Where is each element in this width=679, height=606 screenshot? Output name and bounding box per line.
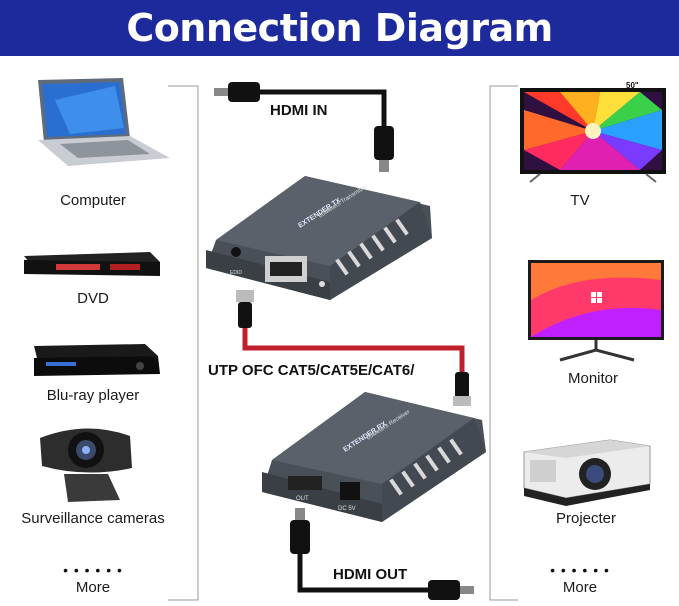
device-label-computer: Computer [60,192,126,209]
device-label-more-right: More [562,579,598,596]
device-label-dvd: DVD [77,290,109,307]
more-dots-icon: • • • • • • [550,562,610,578]
device-label-more-left: More [75,579,111,596]
rx-dc-label: DC 5V [338,506,356,512]
bluray-player-icon [34,344,160,376]
webcam-icon [40,428,132,502]
device-label-projecter: Projecter [555,510,617,527]
title-banner: Connection Diagram [0,0,679,56]
tx-edid-label: EDID [230,270,242,276]
hdmi-out-cable [290,508,474,600]
monitor-icon [528,260,664,362]
more-dots-icon: • • • • • • [63,562,123,578]
rx-out-label: OUT [296,496,309,502]
device-label-cameras: Surveillance cameras [21,510,165,527]
dvd-player-icon [24,252,160,276]
projector-icon [523,439,651,506]
tv-icon [520,88,666,183]
transmitter-device [206,176,432,300]
left-bracket [168,85,199,601]
tv-size-badge: 50" [626,81,639,90]
utp-cable-label: UTP OFC CAT5/CAT5E/CAT6/ [208,362,415,379]
hdmi-in-label: HDMI IN [270,102,328,119]
device-label-bluray: Blu-ray player [46,387,140,404]
right-bracket [489,85,518,601]
hdmi-out-label: HDMI OUT [333,566,408,583]
page-title: Connection Diagram [126,6,553,50]
hdmi-in-cable [214,82,394,172]
laptop-icon [38,78,170,166]
utp-cable [236,290,471,406]
device-label-monitor: Monitor [567,370,619,387]
receiver-device [262,392,486,522]
device-label-tv: TV [570,192,590,209]
